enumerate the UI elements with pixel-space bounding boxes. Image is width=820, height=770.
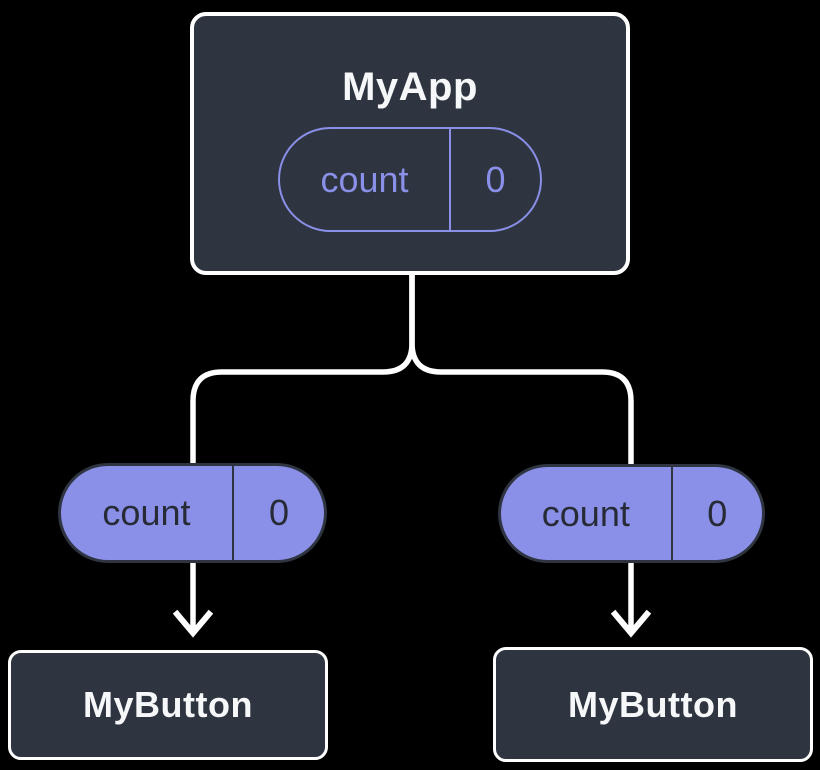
component-node-mybutton-left: MyButton <box>8 650 328 760</box>
state-pill-right: count 0 <box>498 464 765 563</box>
component-node-myapp: MyApp count 0 <box>190 12 630 275</box>
state-value: 0 <box>485 158 506 200</box>
state-pill-outline: count 0 <box>278 127 542 232</box>
component-title: MyApp <box>342 65 478 109</box>
state-pill-left: count 0 <box>58 463 327 563</box>
component-title: MyButton <box>83 684 253 725</box>
state-name: count <box>280 129 451 230</box>
state-name: count <box>61 466 234 560</box>
component-node-mybutton-right: MyButton <box>493 647 813 762</box>
connector-right <box>409 268 634 629</box>
arrowhead-down-icon <box>610 609 652 638</box>
arrowhead-down-icon <box>172 609 214 638</box>
connector-left <box>190 268 415 629</box>
component-title: MyButton <box>568 683 738 725</box>
state-value: 0 <box>268 492 289 533</box>
state-value: 0 <box>707 492 728 534</box>
state-name: count <box>501 467 673 560</box>
